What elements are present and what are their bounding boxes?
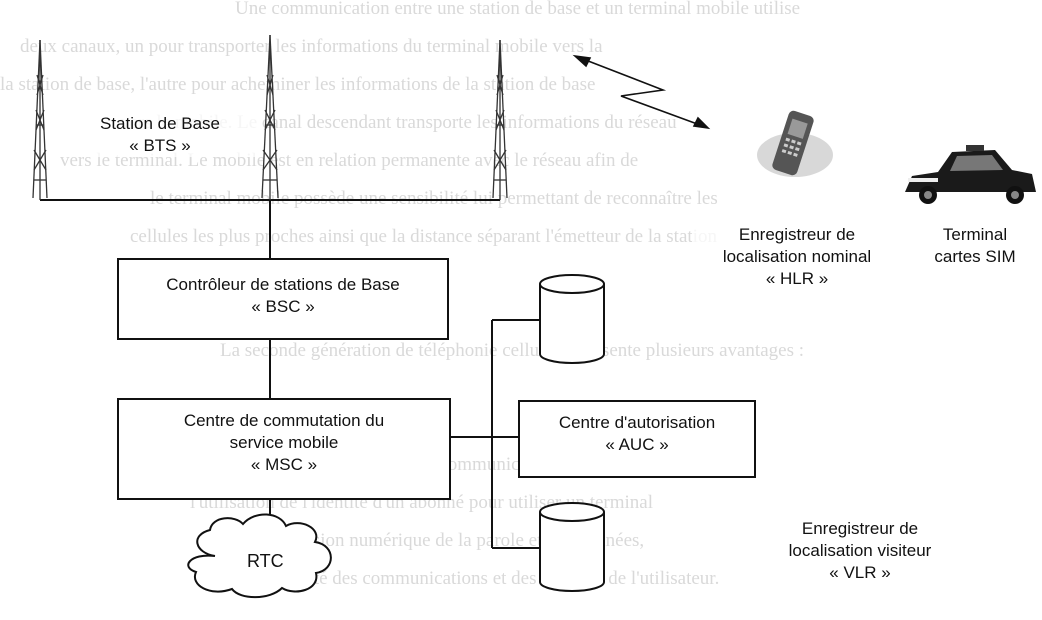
hlr-label: Enregistreur de localisation nominal « H… (692, 224, 902, 290)
bsc-title: Contrôleur de stations de Base (166, 275, 400, 294)
antenna-tower-icon (32, 34, 508, 200)
msc-title-line1: Centre de commutation du (183, 411, 385, 430)
cloud-icon (187, 513, 332, 599)
msc-acronym: « MSC » (250, 455, 318, 474)
bsc-box: Contrôleur de stations de Base « BSC » (117, 258, 449, 340)
database-cylinder-icon (539, 274, 605, 364)
bsc-acronym: « BSC » (251, 297, 315, 316)
mobile-phone-icon (757, 110, 833, 177)
rtc-label: RTC (247, 551, 284, 571)
auc-acronym: « AUC » (605, 435, 669, 454)
background-text-line: deux canaux, un pour transporter les inf… (20, 36, 603, 57)
background-text-line: Une communication entre une station de b… (235, 0, 801, 19)
vlr-label: Enregistreur de localisation visiteur « … (760, 518, 960, 584)
bts-label: Station de Base « BTS » (60, 113, 260, 157)
terminal-label: Terminal cartes SIM (920, 224, 1030, 268)
background-text-line: la station de base, l'autre pour achemin… (0, 74, 596, 95)
auc-title: Centre d'autorisation (558, 413, 716, 432)
msc-title-line2: service mobile (229, 433, 339, 452)
msc-box: Centre de commutation du service mobile … (117, 398, 451, 500)
radio-link-icon (572, 54, 711, 130)
auc-box: Centre d'autorisation « AUC » (518, 400, 756, 478)
background-text-line: La seconde génération de téléphonie cell… (220, 340, 804, 361)
database-cylinder-icon (539, 502, 605, 592)
background-text-line: le terminal mobile possède une sensibili… (150, 188, 718, 209)
background-text-line: cellules les plus proches ainsi que la d… (130, 226, 717, 247)
car-icon (905, 145, 1036, 204)
